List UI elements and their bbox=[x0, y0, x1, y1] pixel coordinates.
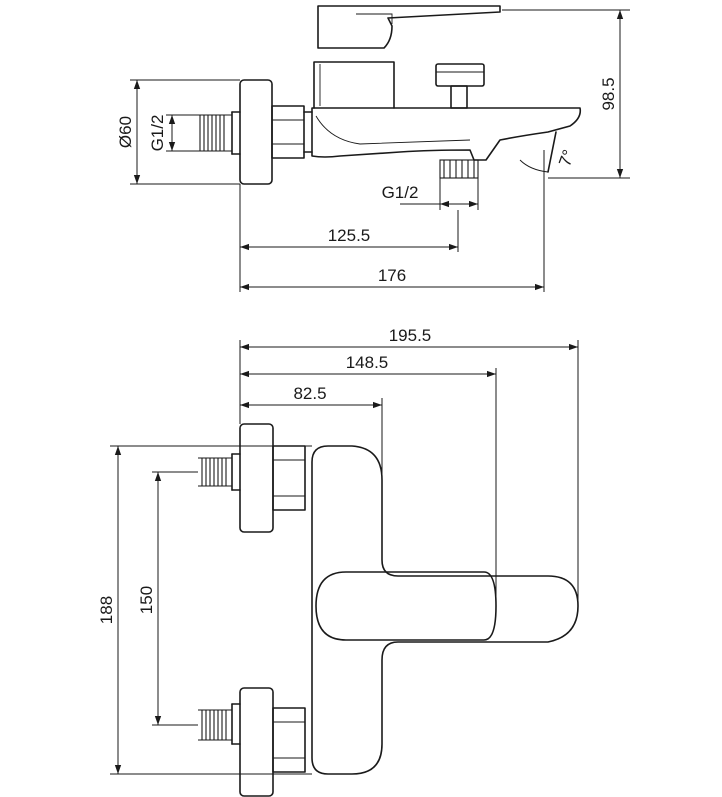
mixer-body bbox=[311, 445, 579, 775]
dim-total-height-label: 188 bbox=[97, 596, 116, 624]
inlet-thread bbox=[197, 111, 241, 155]
diverter-knob bbox=[435, 63, 485, 109]
side-view: 98.5 7° Ø60 G1/2 G1/2 125.5 176 bbox=[116, 5, 630, 292]
dim-handle-reach-label: 148.5 bbox=[346, 353, 389, 372]
lower-inlet bbox=[198, 687, 306, 797]
dim-outlet-offset-label: 125.5 bbox=[328, 226, 371, 245]
dim-total-width-label: 195.5 bbox=[389, 326, 432, 345]
dim-depth-label: 176 bbox=[378, 266, 406, 285]
spout-body bbox=[311, 107, 582, 161]
dim-centers-label: 150 bbox=[137, 586, 156, 614]
lever-handle-front bbox=[315, 571, 497, 641]
hex-nut bbox=[271, 105, 313, 159]
dim-height-label: 98.5 bbox=[599, 77, 618, 110]
dim-diameter-label: Ø60 bbox=[116, 116, 135, 148]
wall-flange bbox=[239, 79, 273, 185]
dim-body-reach-label: 82.5 bbox=[293, 384, 326, 403]
upper-inlet bbox=[198, 423, 306, 533]
cartridge-housing bbox=[313, 61, 395, 109]
outlet-thread bbox=[439, 159, 479, 179]
lever-handle bbox=[317, 5, 501, 49]
thread-outlet-label: G1/2 bbox=[382, 183, 419, 202]
dim-angle-label: 7° bbox=[555, 147, 578, 169]
thread-inlet-label: G1/2 bbox=[148, 115, 167, 152]
front-view: 195.5 148.5 82.5 188 150 bbox=[97, 326, 579, 797]
